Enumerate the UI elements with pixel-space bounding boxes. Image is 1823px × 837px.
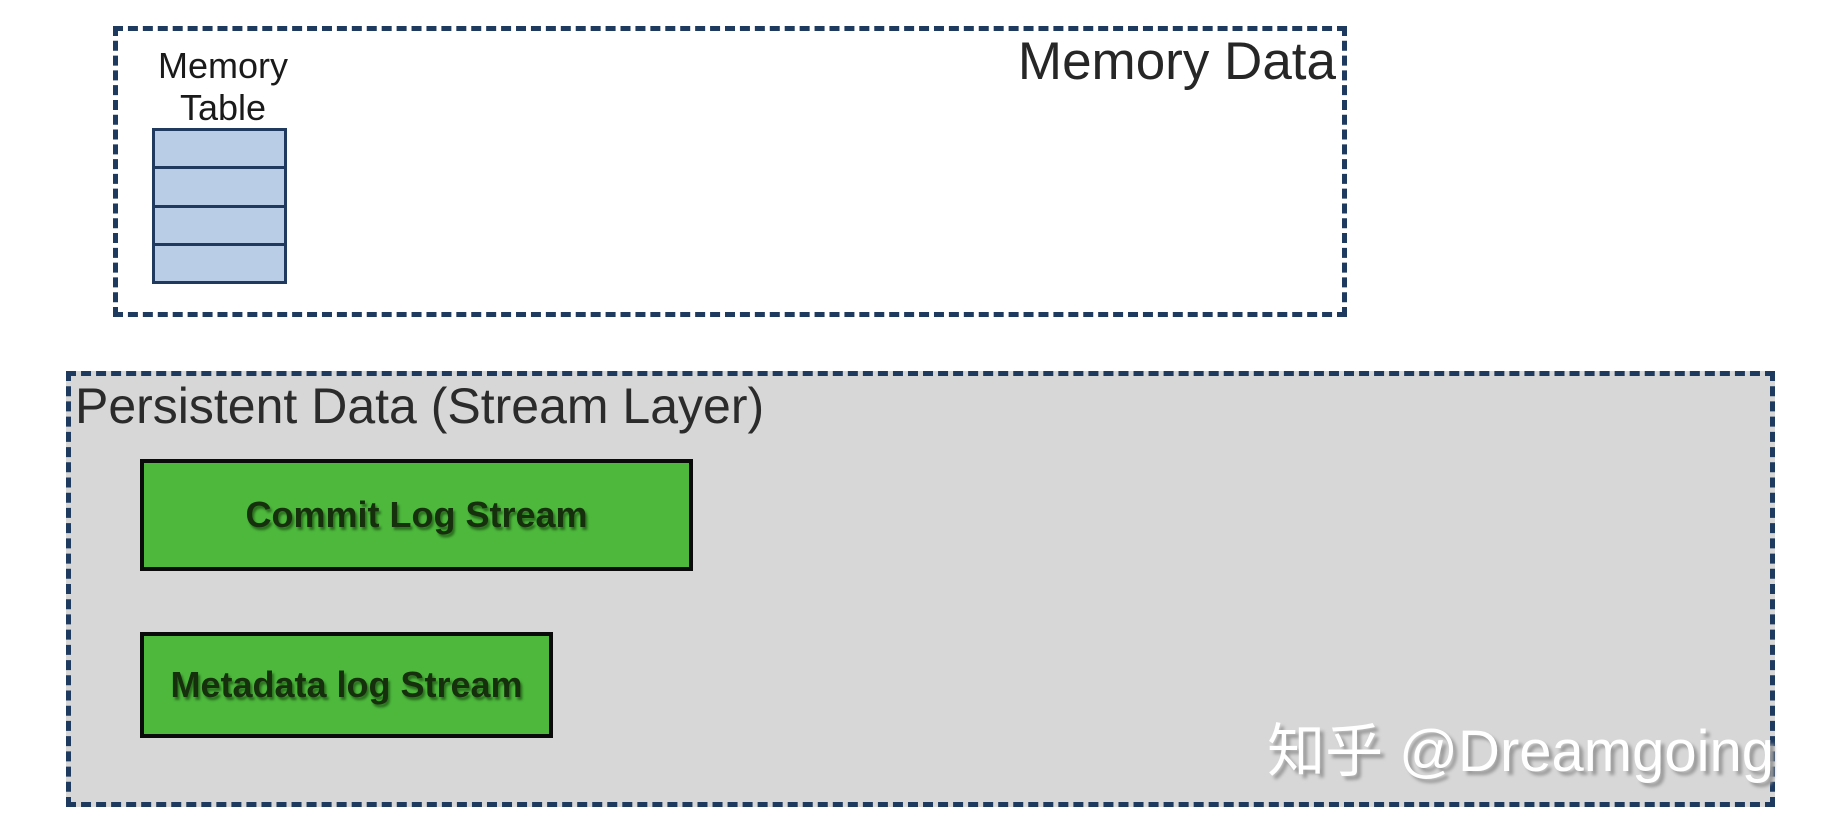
persistent-data-title: Persistent Data (Stream Layer) [75, 378, 765, 434]
memory-table-row [155, 204, 284, 243]
metadata-log-stream-box: Metadata log Stream [140, 632, 553, 738]
commit-log-stream-box: Commit Log Stream [140, 459, 693, 571]
memory-data-title: Memory Data [1017, 32, 1336, 91]
memory-table-row [155, 131, 284, 167]
memory-table-row [155, 242, 284, 281]
commit-log-stream-label: Commit Log Stream [245, 494, 588, 535]
watermark: 知乎 @Dreamgoing [1267, 719, 1774, 784]
metadata-log-stream-label: Metadata log Stream [170, 664, 523, 705]
memory-table [152, 128, 287, 284]
persistent-data-section: Persistent Data (Stream Layer) Commit Lo… [66, 371, 1775, 807]
memory-table-row [155, 166, 284, 205]
memory-table-label: Memory Table [157, 45, 288, 129]
memory-data-section: Memory Data Memory Table [113, 26, 1347, 317]
